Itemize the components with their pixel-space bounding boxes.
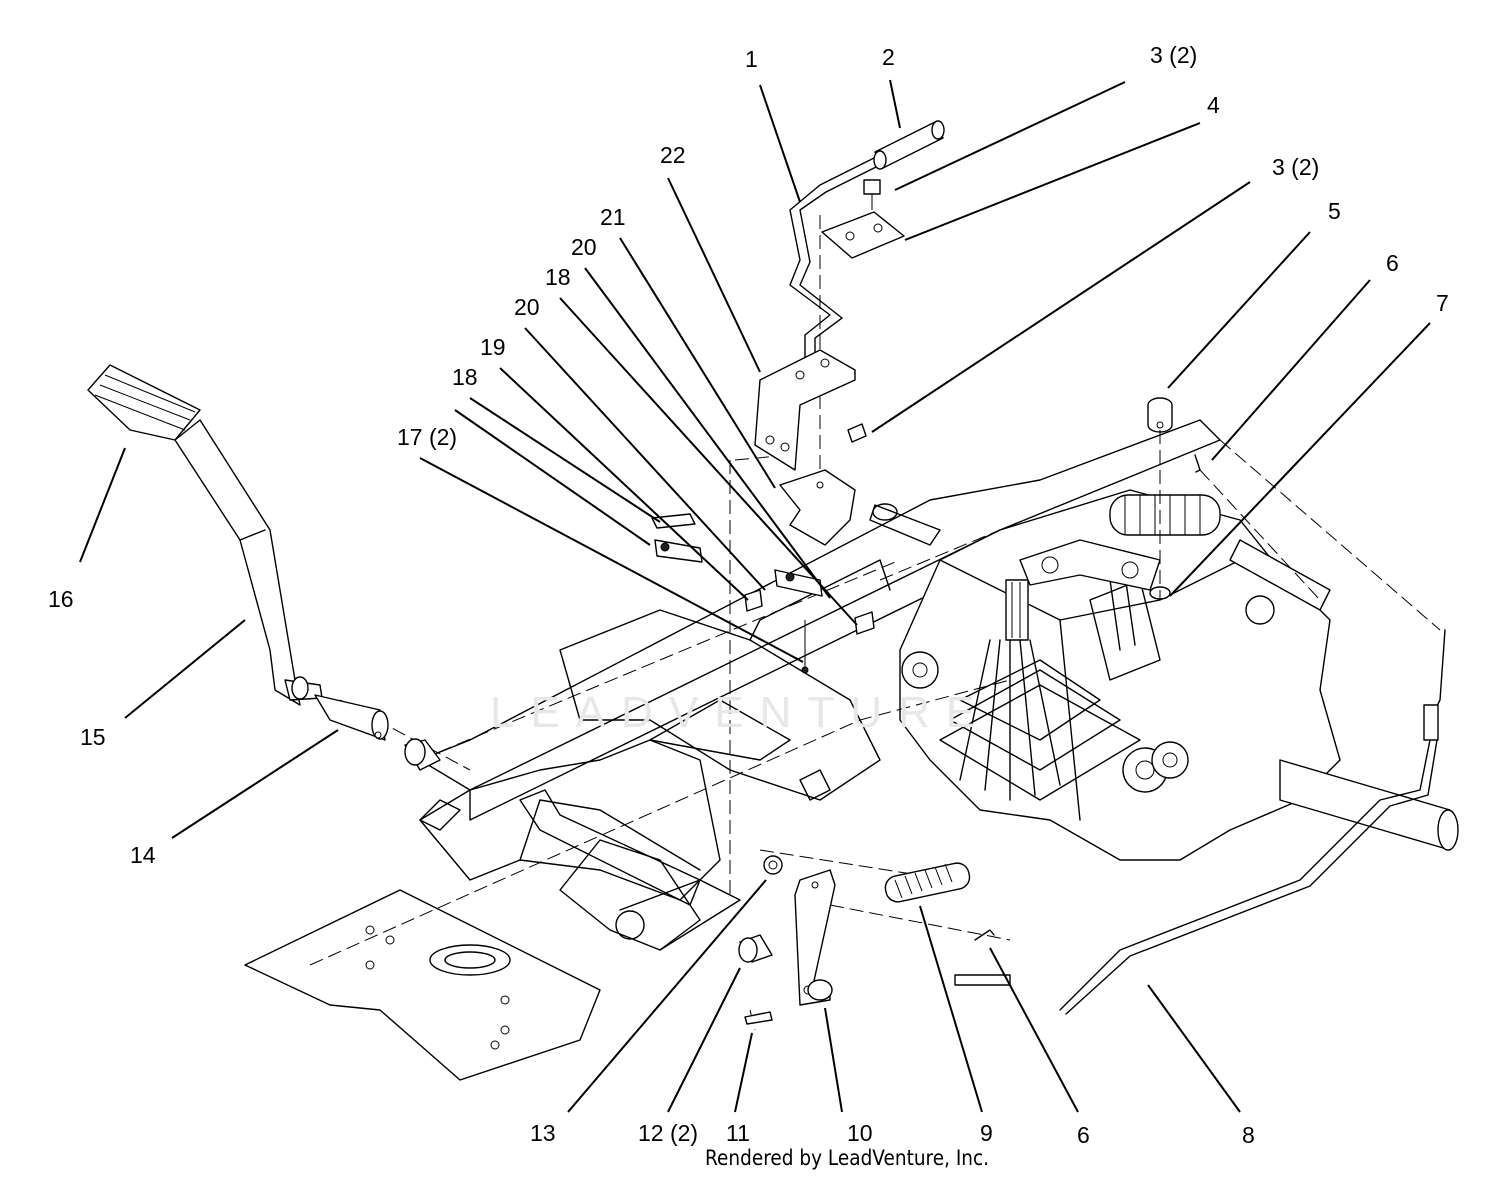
callout-14: 14 bbox=[130, 842, 156, 868]
callout-2: 2 bbox=[882, 44, 895, 70]
callout-21: 21 bbox=[600, 204, 626, 230]
callout-15: 15 bbox=[80, 724, 106, 750]
callout-4: 4 bbox=[1207, 92, 1220, 118]
callout-6-bottom: 6 bbox=[1077, 1122, 1090, 1148]
callout-9: 9 bbox=[980, 1120, 993, 1146]
callout-3-second: 3 (2) bbox=[1272, 154, 1320, 180]
watermark: LEADVENTURE bbox=[490, 688, 992, 737]
lever-assembly bbox=[651, 120, 945, 674]
callout-18-second: 18 bbox=[452, 364, 478, 390]
callout-20-top: 20 bbox=[571, 234, 597, 260]
callout-5: 5 bbox=[1328, 198, 1341, 224]
transaxle bbox=[899, 397, 1459, 1015]
chassis-frame bbox=[244, 419, 1221, 1081]
leader-lines bbox=[79, 79, 1431, 1113]
callout-17: 17 (2) bbox=[397, 424, 458, 450]
callout-19: 19 bbox=[480, 334, 506, 360]
callout-11: 11 bbox=[726, 1120, 750, 1146]
callout-12: 12 (2) bbox=[638, 1120, 699, 1146]
callout-13: 13 bbox=[530, 1120, 556, 1146]
callout-3-top: 3 (2) bbox=[1150, 42, 1198, 68]
render-credit: Rendered by LeadVenture, Inc. bbox=[705, 1146, 990, 1170]
callout-8: 8 bbox=[1242, 1122, 1255, 1148]
callout-6-top: 6 bbox=[1386, 250, 1399, 276]
callout-18-top: 18 bbox=[545, 264, 571, 290]
callout-16: 16 bbox=[48, 586, 74, 612]
callout-10: 10 bbox=[847, 1120, 873, 1146]
brake-pedal-assembly bbox=[87, 364, 441, 771]
callout-1: 1 bbox=[745, 46, 758, 72]
bottom-parts bbox=[738, 855, 1011, 1025]
callout-22: 22 bbox=[660, 142, 686, 168]
assembly-lines bbox=[309, 215, 1441, 1031]
callout-7: 7 bbox=[1436, 290, 1449, 316]
callout-20-second: 20 bbox=[514, 294, 540, 320]
